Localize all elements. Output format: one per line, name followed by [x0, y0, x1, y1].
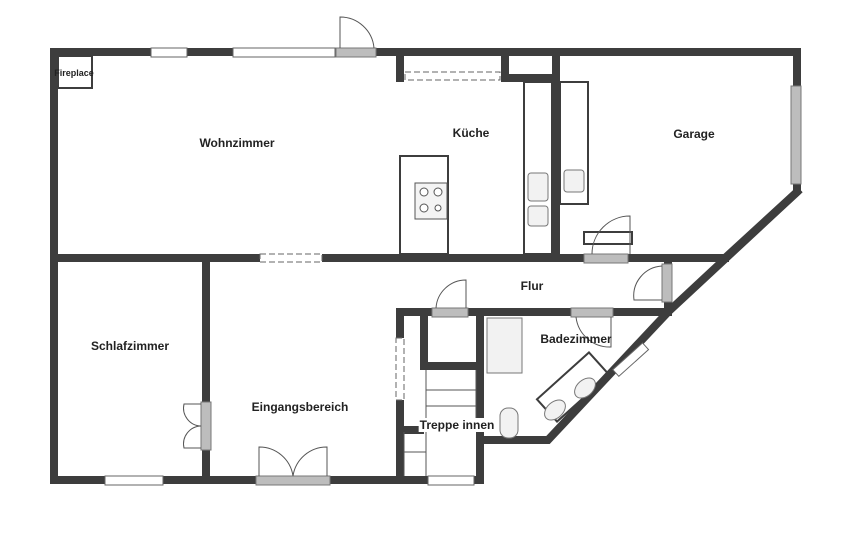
room-label-garage: Garage	[673, 127, 715, 141]
room-label-badezimmer: Badezimmer	[540, 332, 612, 346]
kitchen-island	[399, 155, 449, 255]
room-label-flur: Flur	[520, 279, 544, 293]
toilet	[499, 407, 519, 439]
fireplace	[57, 55, 93, 89]
door[interactable]	[790, 85, 802, 185]
door[interactable]	[255, 475, 331, 486]
door[interactable]	[335, 47, 377, 58]
window	[259, 253, 323, 263]
window	[404, 71, 501, 81]
garage-stairs	[583, 231, 633, 245]
window	[395, 337, 405, 401]
sink-icon	[486, 169, 596, 439]
room-label-kueche: Küche	[452, 126, 490, 140]
garage-diagonal-wall	[719, 186, 803, 264]
window	[150, 47, 188, 58]
room-label-wohnzimmer: Wohnzimmer	[199, 136, 275, 150]
door[interactable]	[661, 263, 673, 303]
window	[232, 47, 336, 58]
window	[104, 475, 164, 486]
bathtub	[486, 317, 523, 374]
stove-icon	[414, 182, 448, 220]
kitchen-counter	[523, 81, 553, 255]
door[interactable]	[431, 307, 469, 318]
garage-cabinet	[559, 81, 589, 205]
door[interactable]	[200, 401, 212, 451]
fixture-label-fireplace: Fireplace	[54, 68, 94, 78]
wall-stair-block	[396, 308, 484, 484]
room-label-schlafzimmer: Schlafzimmer	[90, 339, 170, 353]
basin	[544, 399, 566, 421]
window	[427, 475, 475, 486]
room-label-treppe: Treppe innen	[418, 418, 496, 432]
door[interactable]	[570, 307, 614, 318]
kitchen-alcove	[396, 48, 560, 82]
door[interactable]	[583, 253, 629, 264]
window	[612, 342, 650, 378]
room-label-eingangsbereich: Eingangsbereich	[251, 400, 349, 414]
